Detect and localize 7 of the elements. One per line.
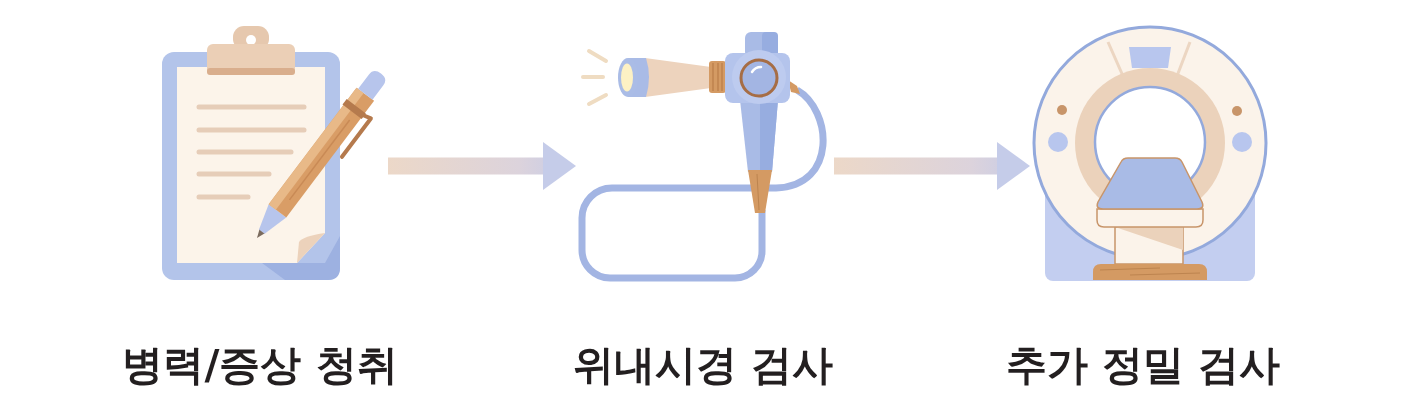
scanner-illustration — [1032, 24, 1270, 282]
step-caption: 위내시경 검사 — [572, 340, 834, 390]
step-caption: 추가 정밀 검사 — [1005, 340, 1281, 390]
arrow — [834, 142, 1030, 190]
arrow — [388, 142, 576, 190]
step-caption: 병력/증상 청취 — [122, 340, 398, 390]
clipboard-illustration — [160, 24, 386, 283]
